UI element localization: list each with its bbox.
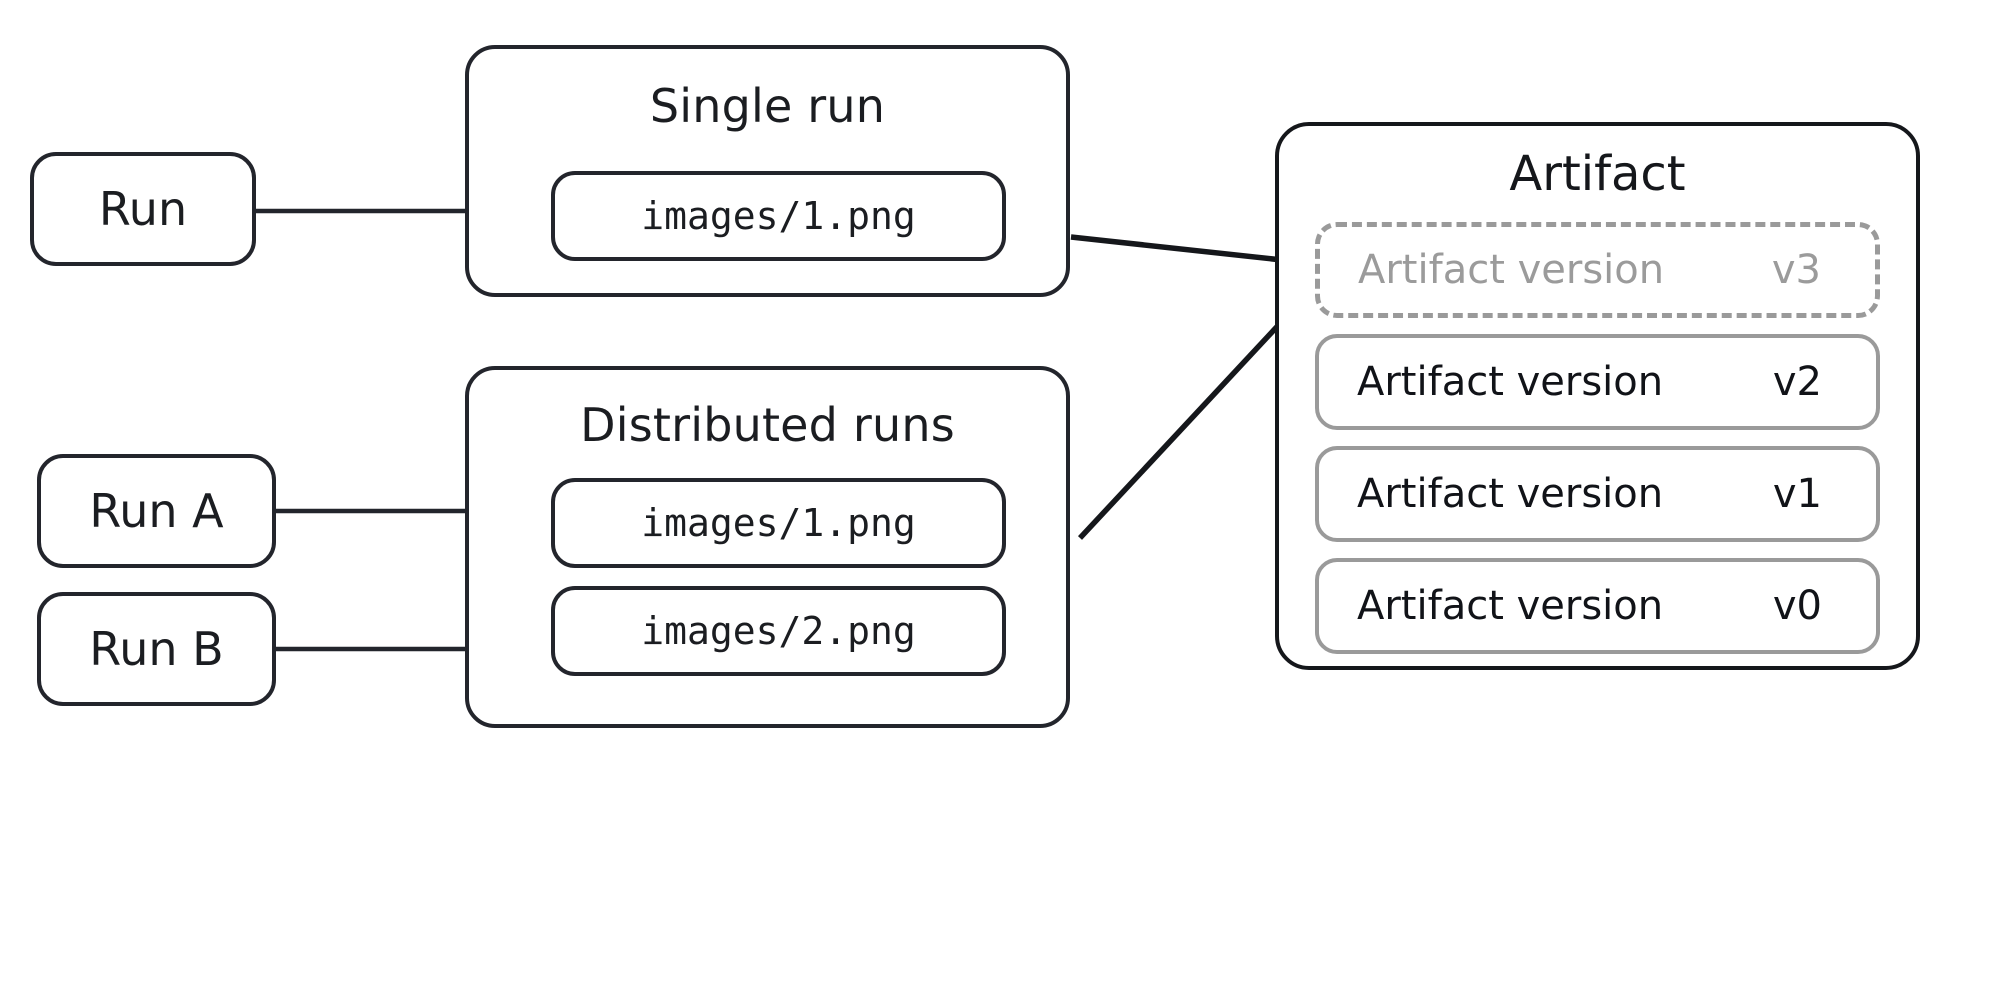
artifact-panel: Artifact Artifact version v3 Artifact ve… [1275, 122, 1920, 670]
run-node-label: Run A [89, 484, 224, 538]
artifact-version-tag: v0 [1772, 583, 1822, 629]
artifact-version-row-v2[interactable]: Artifact version v2 [1315, 334, 1880, 430]
group-single-run-title: Single run [649, 79, 886, 133]
run-node-run-b[interactable]: Run B [37, 592, 276, 706]
artifact-version-name: Artifact version [1357, 359, 1664, 405]
file-node-label: images/2.png [641, 609, 916, 653]
group-distributed-runs: Distributed runs images/1.png images/2.p… [465, 366, 1070, 728]
artifact-version-row-v3[interactable]: Artifact version v3 [1315, 222, 1880, 318]
artifact-version-name: Artifact version [1357, 583, 1664, 629]
file-node-distributed-images-1[interactable]: images/1.png [551, 478, 1006, 568]
run-node-run[interactable]: Run [30, 152, 256, 266]
artifact-version-row-v1[interactable]: Artifact version v1 [1315, 446, 1880, 542]
group-distributed-runs-title: Distributed runs [580, 398, 955, 452]
artifact-version-tag: v3 [1771, 247, 1821, 293]
file-node-label: images/1.png [641, 194, 916, 238]
artifact-version-name: Artifact version [1357, 471, 1664, 517]
file-node-single-images-1[interactable]: images/1.png [551, 171, 1006, 261]
file-node-distributed-images-2[interactable]: images/2.png [551, 586, 1006, 676]
artifact-version-tag: v1 [1772, 471, 1822, 517]
artifact-version-row-v0[interactable]: Artifact version v0 [1315, 558, 1880, 654]
run-node-label: Run B [89, 622, 224, 676]
run-node-label: Run [98, 182, 188, 236]
group-single-run: Single run images/1.png [465, 45, 1070, 297]
artifact-version-tag: v2 [1772, 359, 1822, 405]
artifact-panel-title: Artifact [1509, 146, 1686, 202]
file-node-label: images/1.png [641, 501, 916, 545]
run-node-run-a[interactable]: Run A [37, 454, 276, 568]
artifact-version-name: Artifact version [1358, 247, 1665, 293]
